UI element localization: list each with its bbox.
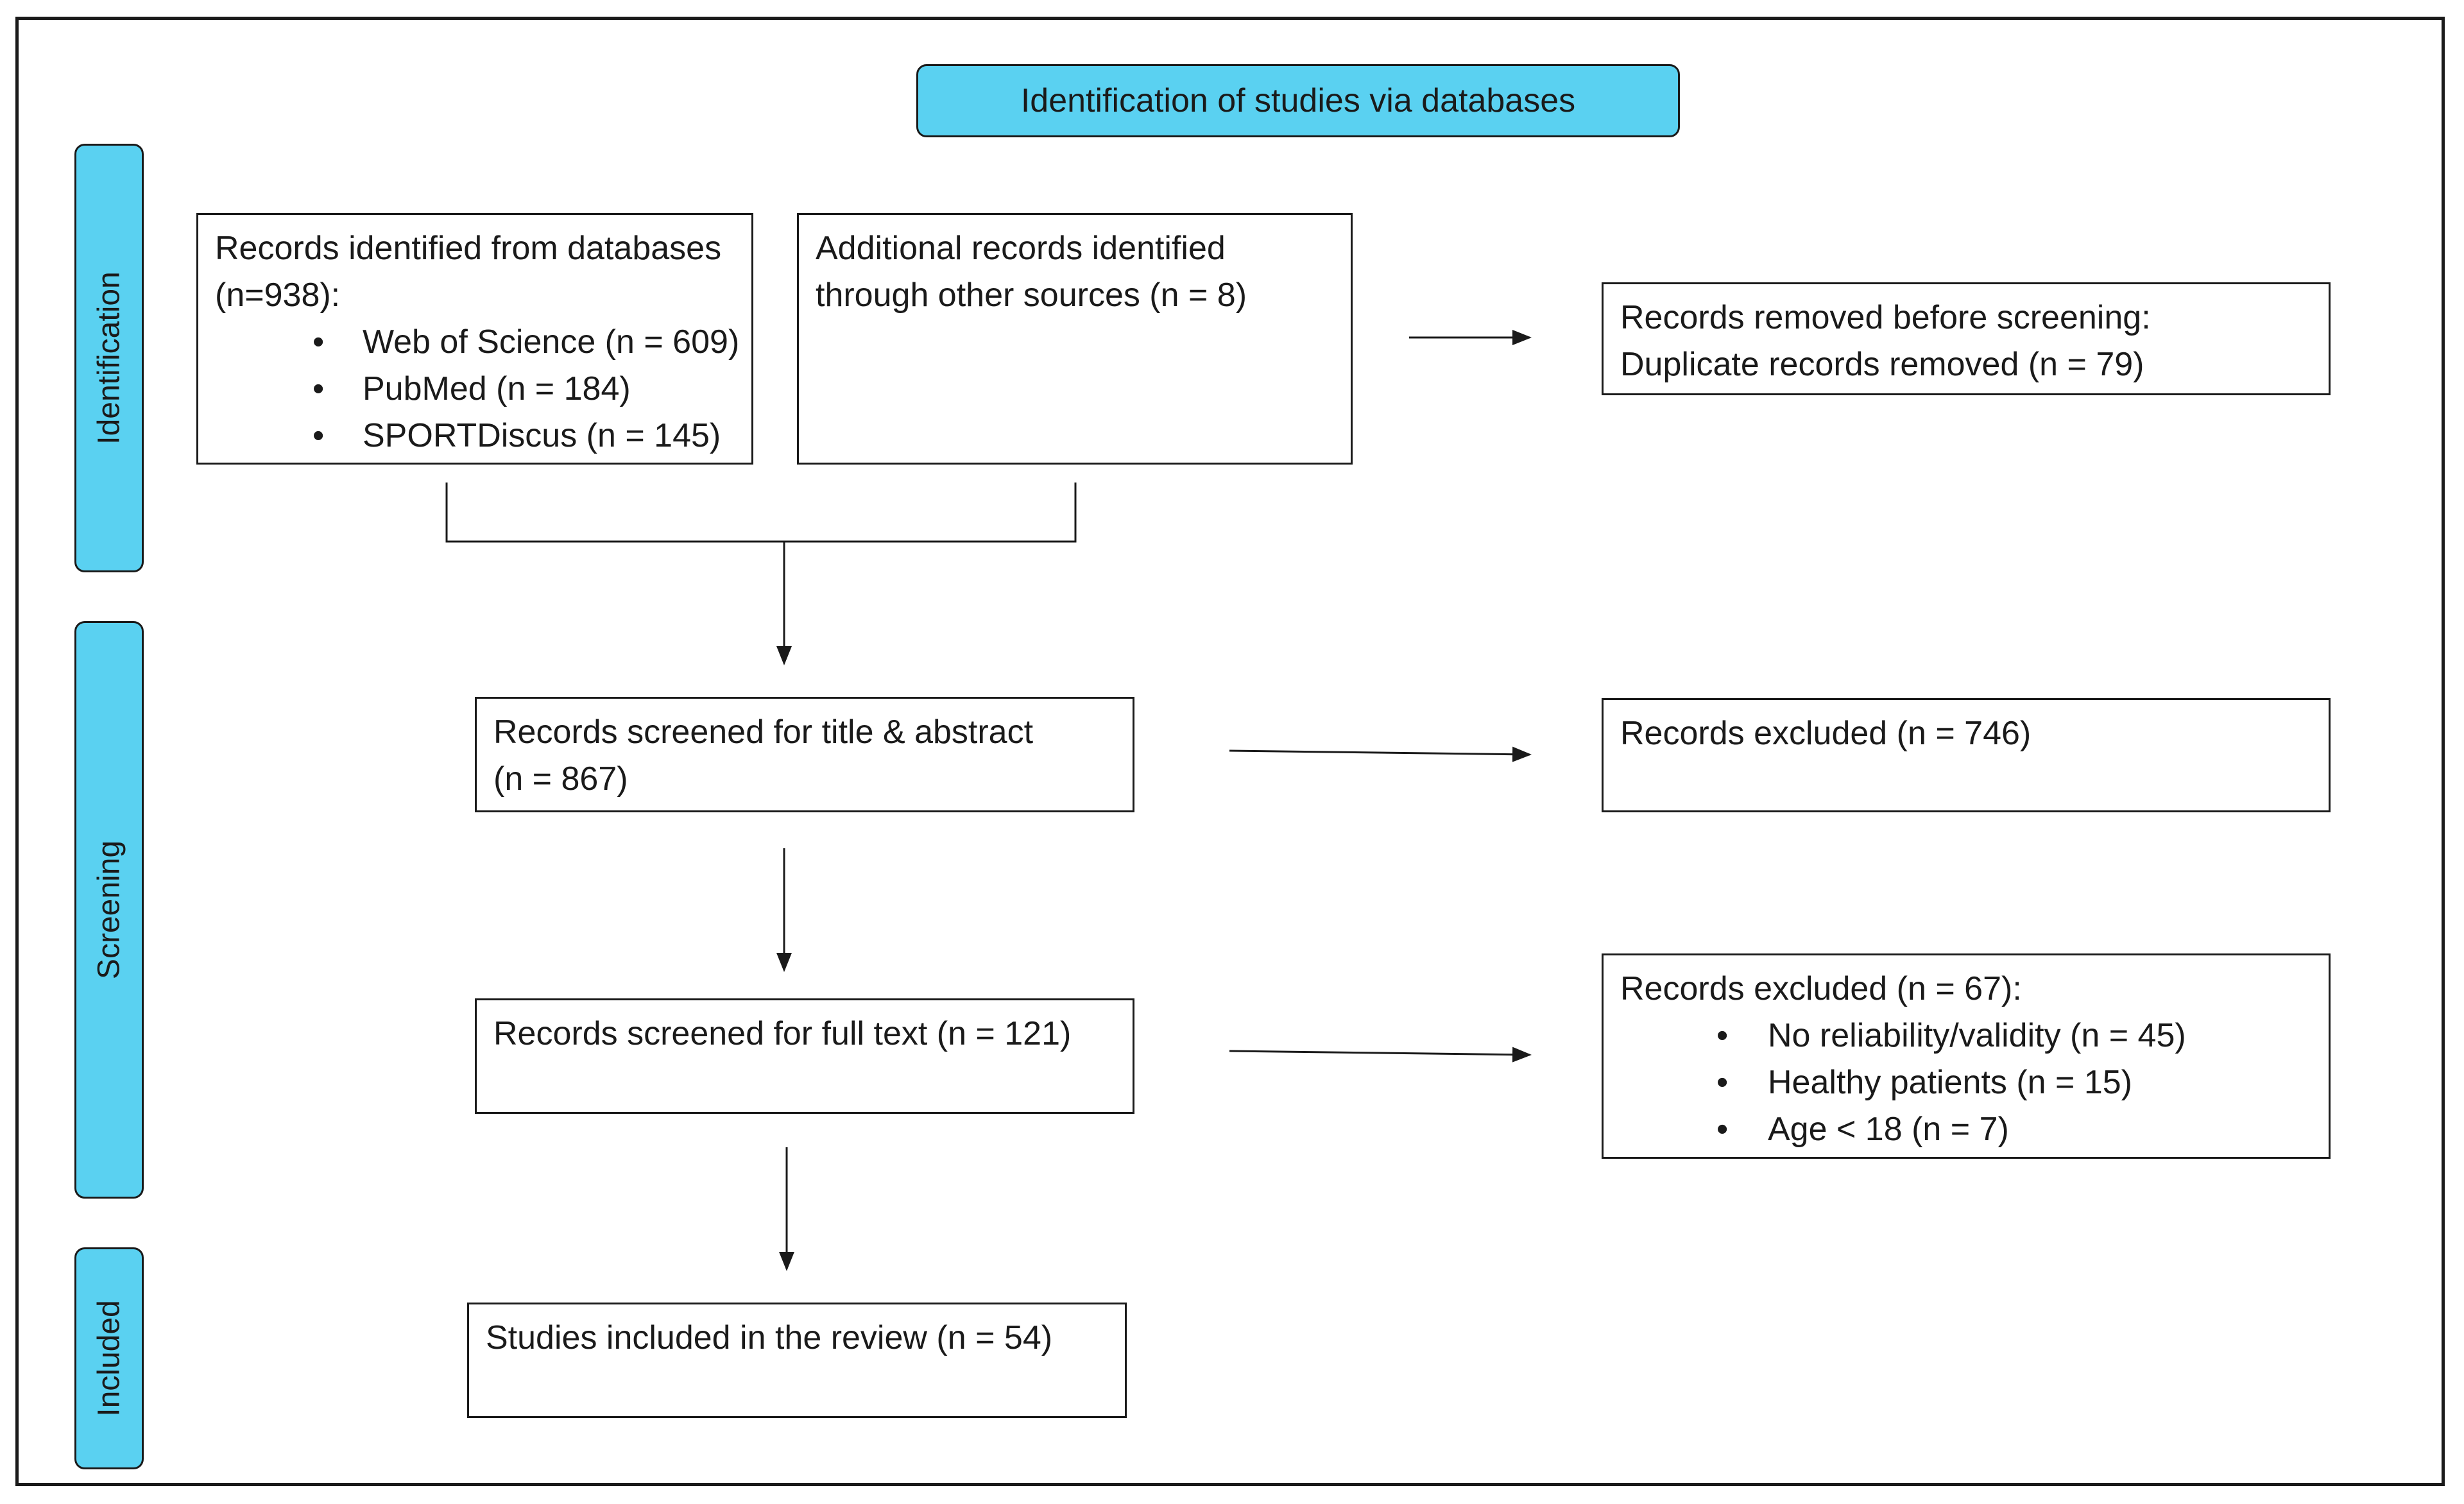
arrow-to-records-excluded-746 xyxy=(1229,746,1532,762)
records-identified-count: (n=938): xyxy=(215,277,341,314)
box-records-excluded-67: Records excluded (n = 67): • No reliabil… xyxy=(1602,953,2331,1159)
stage-screening: Screening xyxy=(74,621,144,1199)
box-records-excluded-746: Records excluded (n = 746) xyxy=(1602,698,2331,812)
arrow-to-records-excluded-67 xyxy=(1229,1047,1532,1063)
bullet: • xyxy=(312,417,325,454)
figure-frame xyxy=(15,17,2445,1486)
database-web-of-science: Web of Science (n = 609) xyxy=(363,323,740,361)
exclusion-age: Age < 18 (n = 7) xyxy=(1768,1111,2009,1148)
list-item: • Healthy patients (n = 15) xyxy=(1620,1059,2312,1106)
exclusion-healthy-patients: Healthy patients (n = 15) xyxy=(1768,1064,2132,1101)
records-removed-line1: Records removed before screening: xyxy=(1620,299,2151,336)
list-item: • SPORTDiscus (n = 145) xyxy=(215,413,735,459)
database-pubmed: PubMed (n = 184) xyxy=(363,370,631,407)
list-item: • Age < 18 (n = 7) xyxy=(1620,1106,2312,1153)
box-additional-records: Additional records identified through ot… xyxy=(797,213,1353,465)
exclusion-no-reliability: No reliability/validity (n = 45) xyxy=(1768,1017,2186,1054)
bullet: • xyxy=(1716,1064,1729,1101)
bullet: • xyxy=(1716,1017,1729,1054)
list-item: • PubMed (n = 184) xyxy=(215,366,735,413)
stage-included: Included xyxy=(74,1247,144,1469)
box-records-removed: Records removed before screening: Duplic… xyxy=(1602,282,2331,395)
exclusion-reasons-list: • No reliability/validity (n = 45) • Hea… xyxy=(1620,1013,2312,1153)
records-identified-title: Records identified from databases xyxy=(215,230,722,267)
merge-bracket-connector xyxy=(445,483,1077,543)
additional-records-line2: through other sources (n = 8) xyxy=(816,277,1247,314)
bullet: • xyxy=(312,323,325,361)
screened-full-text-line1: Records screened for full text (n = 121) xyxy=(493,1015,1072,1052)
stage-identification: Identification xyxy=(74,144,144,572)
header-identification-of-studies: Identification of studies via databases xyxy=(916,64,1680,137)
records-excluded-67-title: Records excluded (n = 67): xyxy=(1620,970,2022,1007)
studies-included-line1: Studies included in the review (n = 54) xyxy=(486,1319,1053,1356)
screened-title-abstract-line1: Records screened for title & abstract xyxy=(493,714,1034,751)
records-removed-line2: Duplicate records removed (n = 79) xyxy=(1620,346,2144,383)
records-excluded-746-line1: Records excluded (n = 746) xyxy=(1620,715,2032,752)
database-sportdiscus: SPORTDiscus (n = 145) xyxy=(363,417,721,454)
bullet: • xyxy=(1716,1111,1729,1148)
box-records-identified: Records identified from databases (n=938… xyxy=(196,213,753,465)
screened-title-abstract-line2: (n = 867) xyxy=(493,760,628,798)
bullet: • xyxy=(312,370,325,407)
header-title: Identification of studies via databases xyxy=(1020,82,1576,119)
box-screened-full-text: Records screened for full text (n = 121) xyxy=(475,998,1134,1114)
list-item: • No reliability/validity (n = 45) xyxy=(1620,1013,2312,1059)
box-studies-included: Studies included in the review (n = 54) xyxy=(467,1303,1127,1418)
additional-records-line1: Additional records identified xyxy=(816,230,1226,267)
list-item: • Web of Science (n = 609) xyxy=(215,319,739,366)
database-list: • Web of Science (n = 609) • PubMed (n =… xyxy=(215,319,739,459)
box-screened-title-abstract: Records screened for title & abstract (n… xyxy=(475,697,1134,812)
